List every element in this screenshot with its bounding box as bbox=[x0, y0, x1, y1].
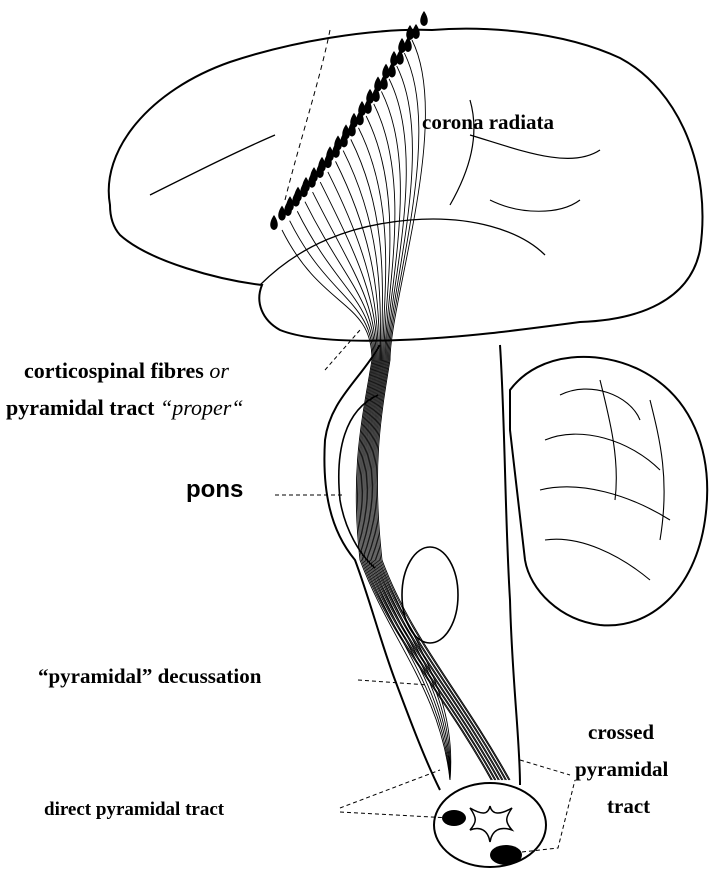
neuron-arrowhead bbox=[310, 167, 318, 182]
leader-corticospinal bbox=[325, 330, 360, 370]
neuron-arrowhead bbox=[374, 76, 382, 91]
leader-direct-2 bbox=[340, 812, 450, 818]
neuron-arrowhead bbox=[358, 101, 366, 116]
label-proper: “proper“ bbox=[160, 395, 244, 420]
label-pons: pons bbox=[186, 478, 243, 502]
corticospinal-fibre bbox=[372, 91, 505, 780]
sulcus-line bbox=[470, 135, 600, 158]
grey-matter bbox=[470, 806, 512, 842]
corticospinal-fibre bbox=[282, 230, 450, 780]
leader-decussation bbox=[358, 680, 428, 685]
label-crossed-3: tract bbox=[607, 796, 650, 817]
neuron-arrowhead bbox=[334, 136, 342, 151]
crossed-tract-dot bbox=[490, 845, 522, 865]
label-pyramidal-main: pyramidal tract bbox=[6, 395, 160, 420]
corticospinal-fibre bbox=[313, 192, 495, 780]
neuron-arrowhead bbox=[318, 157, 326, 172]
neuron-arrowhead bbox=[366, 89, 374, 104]
label-corona-radiata: corona radiata bbox=[422, 112, 554, 133]
corticospinal-fibre bbox=[336, 161, 499, 780]
corticospinal-fibre bbox=[376, 53, 509, 780]
neuron-arrowhead bbox=[270, 215, 278, 230]
leader-crossed-2 bbox=[522, 780, 575, 852]
label-crossed-2: pyramidal bbox=[575, 759, 668, 780]
neuron-arrowhead bbox=[302, 177, 310, 192]
neuron-arrowhead bbox=[420, 11, 428, 26]
fibre-group bbox=[282, 40, 510, 780]
corticospinal-fibre bbox=[320, 182, 496, 780]
neuron-arrowhead bbox=[350, 113, 358, 128]
cerebellum-outline bbox=[510, 357, 707, 626]
neuron-arrowhead bbox=[278, 206, 286, 221]
corticospinal-fibre bbox=[343, 151, 499, 780]
cerebellum-folia bbox=[540, 380, 670, 580]
label-pyramidal-proper: pyramidal tract “proper“ bbox=[6, 397, 244, 419]
leader-direct-1 bbox=[340, 770, 440, 808]
label-decussation: “pyramidal” decussation bbox=[38, 666, 261, 687]
neuron-arrowhead bbox=[342, 124, 350, 139]
label-corticospinal: corticospinal fibres or bbox=[24, 360, 229, 382]
neuron-arrowhead bbox=[294, 187, 302, 202]
label-corticospinal-main: corticospinal fibres bbox=[24, 358, 209, 383]
neuron-arrowhead bbox=[382, 64, 390, 79]
neuron-arrowhead bbox=[406, 25, 414, 40]
neuron-arrowhead bbox=[390, 51, 398, 66]
neuron-arrowhead bbox=[398, 38, 406, 53]
sulcus-line bbox=[490, 200, 580, 211]
corticospinal-fibre bbox=[377, 40, 510, 780]
label-direct-tract: direct pyramidal tract bbox=[44, 800, 224, 819]
label-corticospinal-or: or bbox=[209, 358, 229, 383]
label-crossed-1: crossed bbox=[588, 722, 654, 743]
leader-crossed-1 bbox=[520, 760, 570, 775]
neuron-arrowhead bbox=[286, 196, 294, 211]
neuron-arrowhead bbox=[326, 146, 334, 161]
sulcus-line bbox=[150, 135, 275, 195]
